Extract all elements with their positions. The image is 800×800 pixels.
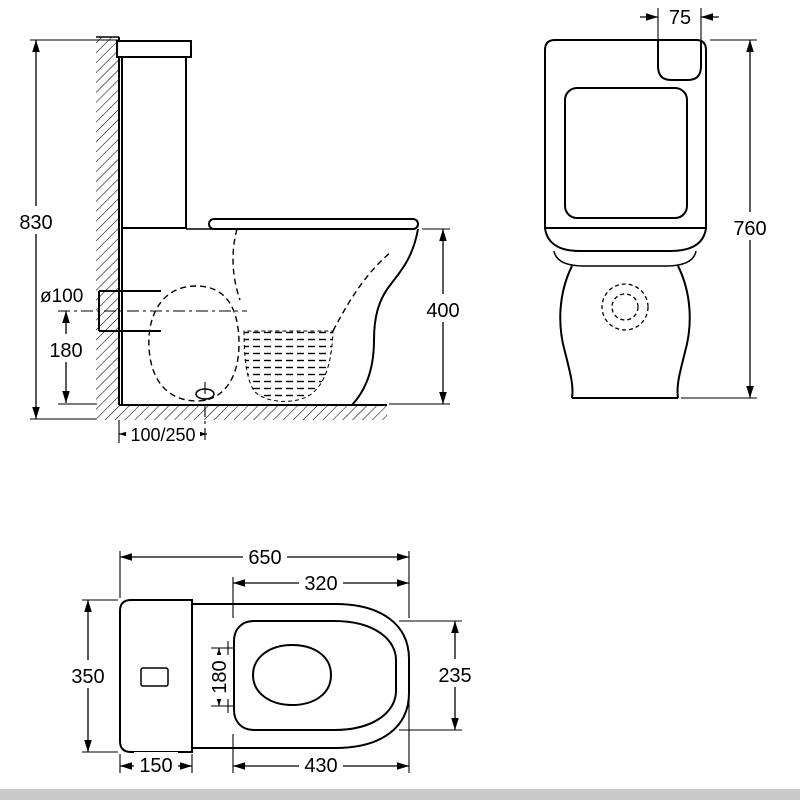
cistern-panel [564, 87, 688, 219]
wall-hatch [96, 37, 119, 420]
label-backing [299, 752, 343, 778]
front-view: 75 760 [544, 7, 772, 399]
pedestal-left [559, 265, 574, 399]
label-backing [433, 659, 477, 687]
cistern-front [544, 39, 707, 229]
dimension-label-fixing-centres: 180 [209, 660, 231, 693]
dimension-label-button-width: 75 [669, 7, 691, 29]
trapway-dashed [148, 285, 240, 402]
dimension-label-outlet-height: 180 [49, 340, 82, 362]
dimension-650: 650 [119, 541, 410, 618]
dimension-label-pan-length: 430 [304, 755, 337, 777]
dimension-830: 830 [14, 39, 119, 420]
dimension-100-250: 100/250 [118, 420, 207, 447]
dimension-430: 430 [232, 700, 410, 778]
fixing-hole-inner-dashed [611, 293, 639, 321]
dimension-760: 760 [681, 39, 772, 399]
dimension-label-outlet-setout: 100/250 [130, 425, 195, 445]
dimension-label-seat-width: 235 [438, 665, 471, 687]
bowl-front-profile [351, 228, 419, 406]
label-backing [728, 212, 772, 240]
fixing-hole-outer-dashed [601, 283, 649, 331]
cistern-body-side [121, 56, 187, 229]
label-backing [44, 334, 88, 362]
pedestal-right [676, 265, 691, 399]
hinge-marks [211, 641, 235, 713]
bottom-edge-bar [0, 789, 800, 800]
dimension-180-plan: 180 [205, 648, 233, 706]
dimension-label-outlet-diameter: ø100 [40, 286, 83, 307]
dimension-label-cistern-depth: 150 [139, 755, 172, 777]
dimension-label-overall-width: 350 [71, 666, 104, 688]
dimension-label-seat-length: 320 [304, 573, 337, 595]
seat-edge-front [544, 227, 707, 252]
cistern-lid-side [116, 40, 192, 58]
side-view: 830 400 ø100 180 100/250 [14, 36, 465, 447]
label-backing [205, 655, 233, 699]
dimension-180-side: 180 [44, 311, 97, 405]
seat-plan-outline [233, 620, 397, 731]
label-backing [299, 567, 343, 595]
dimension-400: 400 [389, 228, 465, 405]
bowl-opening [251, 643, 333, 707]
label-backing [14, 206, 58, 234]
label-backing [66, 660, 110, 688]
dimension-320: 320 [232, 567, 409, 618]
label-backing [126, 421, 200, 447]
dimension-label-overall-length: 650 [248, 547, 281, 569]
dimension-label-front-height: 760 [733, 218, 766, 240]
label-backing [421, 294, 465, 322]
dimension-350: 350 [66, 599, 118, 753]
seat-lid-side [208, 218, 419, 230]
floor-hatch [119, 405, 387, 420]
inner-bowl-front-dashed [332, 251, 392, 332]
rotated-label-group: 180 [205, 655, 233, 699]
dimension-235: 235 [399, 620, 477, 731]
label-backing [243, 541, 287, 569]
water-level-hatch [243, 330, 334, 402]
flush-button-recess [657, 41, 702, 81]
cistern-plan [119, 599, 193, 753]
dimension-label-bowl-height: 400 [426, 300, 459, 322]
dimension-75: 75 [640, 7, 719, 40]
label-backing [134, 752, 178, 778]
dimension-150: 150 [119, 752, 193, 778]
inner-bowl-back-dashed [232, 228, 241, 301]
bowl-plan-outline [192, 603, 410, 749]
bowl-rim-front [553, 250, 697, 267]
plan-view: 650 320 350 235 [66, 541, 477, 778]
flush-button-plan [140, 667, 169, 687]
dimension-label-overall-height: 830 [19, 212, 52, 234]
